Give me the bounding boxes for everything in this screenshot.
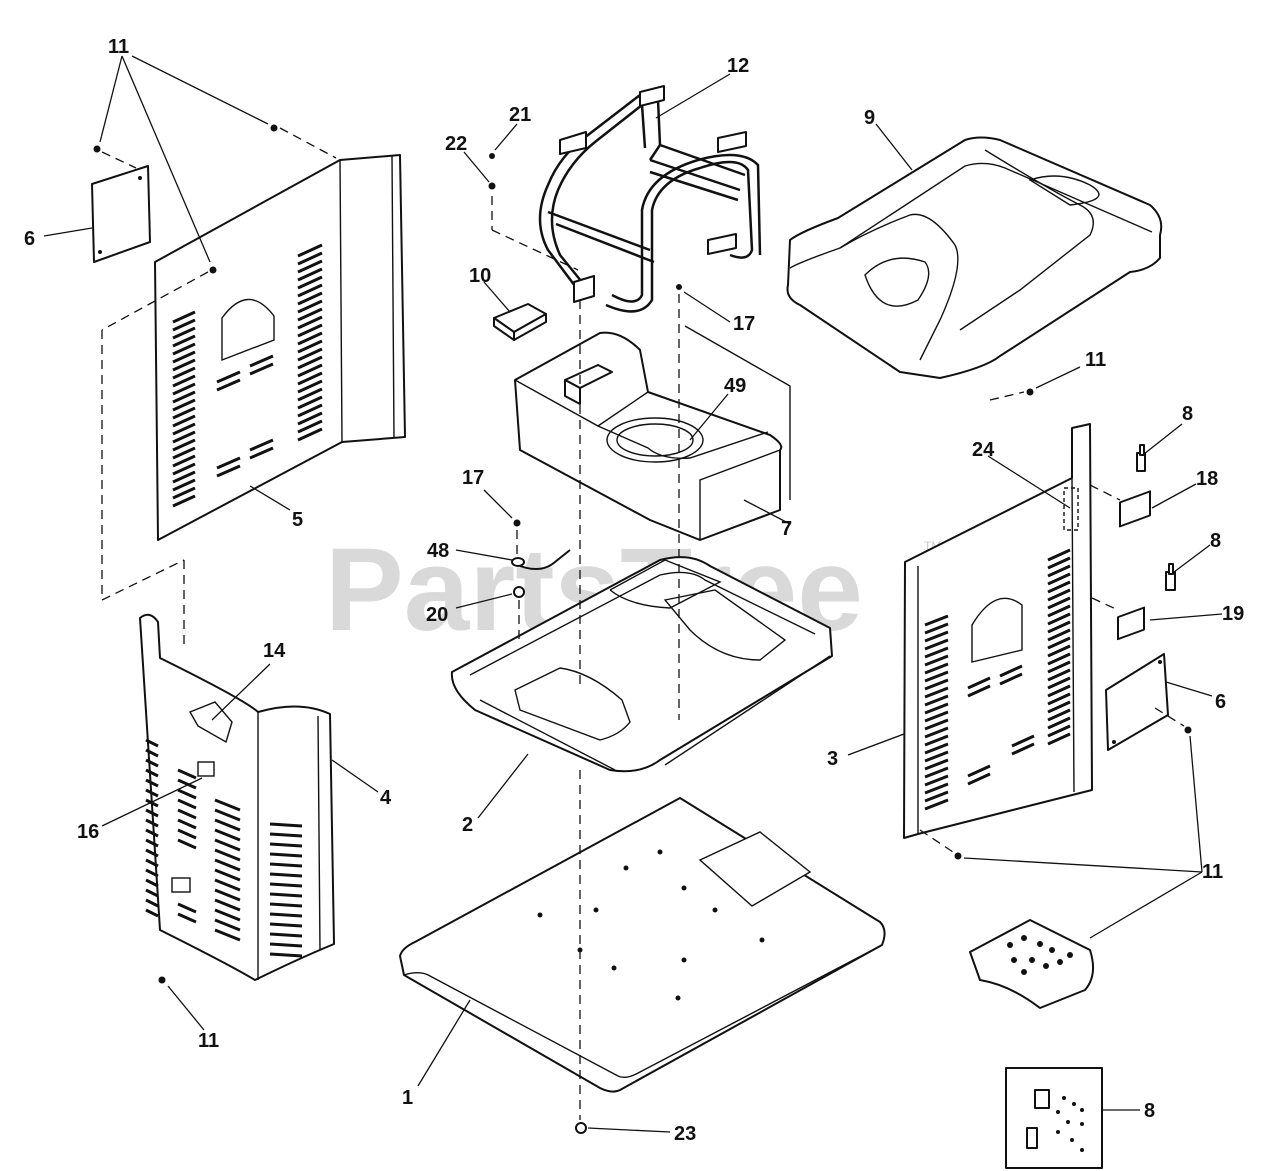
part-1-base-plate [399, 797, 886, 1093]
fasteners [93, 124, 1192, 1134]
label-17: 17 [462, 467, 484, 489]
label-6: 6 [24, 228, 35, 250]
label-19: 19 [1222, 603, 1244, 625]
part-8-latch-mid [1165, 563, 1176, 591]
part-12-handle-frame [538, 85, 762, 313]
label-11: 11 [1085, 349, 1106, 371]
label-14: 14 [263, 640, 286, 662]
part-18-decal [1119, 490, 1151, 528]
part-labels: 11 21 12 9 22 6 10 17 11 49 8 24 18 5 17… [24, 36, 1244, 1145]
label-3: 3 [827, 748, 838, 770]
label-48: 48 [427, 540, 449, 562]
label-9: 9 [864, 107, 875, 129]
part-11-screw-bag [969, 919, 1095, 1009]
label-11: 11 [198, 1030, 219, 1052]
label-18: 18 [1196, 468, 1218, 490]
part-7-control-housing [514, 325, 791, 541]
label-5: 5 [292, 509, 303, 531]
part-19-decal [1117, 606, 1145, 641]
part-8-latch-top [1136, 444, 1146, 472]
label-20: 20 [426, 604, 448, 626]
label-49: 49 [724, 375, 746, 397]
label-21: 21 [509, 104, 531, 126]
label-17: 17 [733, 313, 755, 335]
assembly-lines [101, 127, 1185, 1120]
label-10: 10 [469, 265, 491, 287]
label-22: 22 [445, 133, 467, 155]
label-8: 8 [1144, 1100, 1155, 1122]
label-24: 24 [972, 439, 995, 461]
label-11: 11 [1202, 861, 1223, 883]
label-11: 11 [108, 36, 129, 58]
label-8: 8 [1182, 403, 1193, 425]
part-3-side-panel [903, 423, 1093, 839]
label-23: 23 [674, 1123, 696, 1145]
label-8: 8 [1210, 530, 1221, 552]
label-16: 16 [77, 821, 99, 843]
label-4: 4 [380, 787, 392, 809]
part-2-base-pan [450, 556, 833, 773]
part-8-hardware-kit [1005, 1067, 1103, 1169]
part-4-side-panel [139, 613, 335, 981]
label-12: 12 [727, 55, 749, 77]
label-6: 6 [1215, 691, 1226, 713]
label-7: 7 [781, 518, 792, 540]
label-1: 1 [402, 1087, 413, 1109]
part-5-side-panel [154, 154, 406, 541]
part-10-component [493, 303, 547, 341]
leader-lines [43, 55, 1223, 1133]
part-6-cover-plate-right [1105, 653, 1169, 751]
part-6-cover-plate-left [91, 165, 151, 263]
part-9-top-cover [786, 136, 1163, 379]
label-2: 2 [462, 814, 473, 836]
